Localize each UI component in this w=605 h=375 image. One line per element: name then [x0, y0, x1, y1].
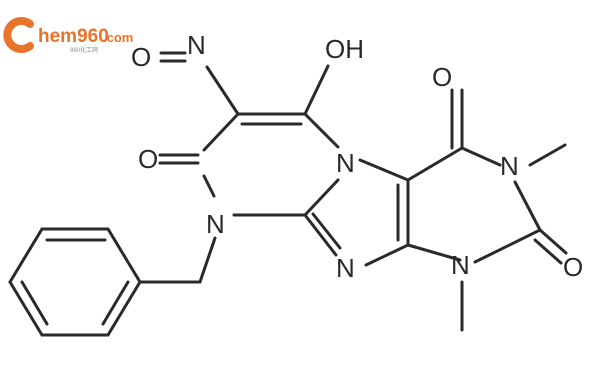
- atom-n-bridge: N: [336, 148, 355, 178]
- logo-dotcom-text: .com: [103, 30, 133, 45]
- benzene-ring: [8, 227, 142, 337]
- bond-c5b-nbridge: [358, 158, 410, 182]
- bond-c2-o-double: [533, 238, 563, 265]
- bond-c2-n3: [473, 228, 542, 264]
- bond-n1-c2: [513, 180, 542, 232]
- atom-o-left: O: [138, 144, 158, 174]
- atom-n-imidazole: N: [336, 253, 355, 283]
- bond-n3-c4: [406, 243, 462, 262]
- bond-c7-nbenzyl: [202, 174, 216, 198]
- bond-c8a-nimid: [303, 213, 338, 257]
- bonds: [8, 51, 568, 337]
- atom-oh: OH: [325, 34, 364, 64]
- bond-nbenzyl-ch2: [198, 236, 217, 284]
- bond-nimid-c4: [364, 243, 410, 267]
- bond-c6-c7: [202, 112, 240, 152]
- atom-n-nitroso: N: [187, 30, 206, 60]
- bond-c5-oh: [303, 64, 330, 116]
- logo-c-icon: [3, 17, 34, 53]
- atom-labels: O N OH O O N N N N O N: [131, 30, 583, 283]
- bond-c5b-c6b: [406, 146, 464, 182]
- atom-o-nitroso: O: [131, 42, 151, 72]
- bond-n1-methyl: [528, 143, 567, 167]
- atom-o-top-right: O: [432, 62, 452, 92]
- atom-o-right: O: [563, 252, 583, 282]
- atom-n-benzyl: N: [206, 209, 225, 239]
- benzene-double-3: [101, 280, 130, 326]
- watermark-logo: hem960 .com 960化工网: [3, 17, 133, 54]
- bond-c5-nbridge: [303, 112, 340, 149]
- bond-n-c6: [205, 65, 240, 116]
- atom-n-right-bottom: N: [451, 250, 470, 280]
- logo-subtitle: 960化工网: [70, 46, 98, 54]
- logo-brand-text: hem960: [38, 26, 109, 47]
- bond-c2-o: [538, 228, 568, 255]
- bond-c8a-nimid-double: [311, 212, 342, 250]
- bond-c6b-n1: [460, 146, 502, 167]
- benzene-double-2: [20, 280, 49, 326]
- atom-n-right-top: N: [500, 151, 519, 181]
- bond-c8a-nbridge: [303, 178, 340, 217]
